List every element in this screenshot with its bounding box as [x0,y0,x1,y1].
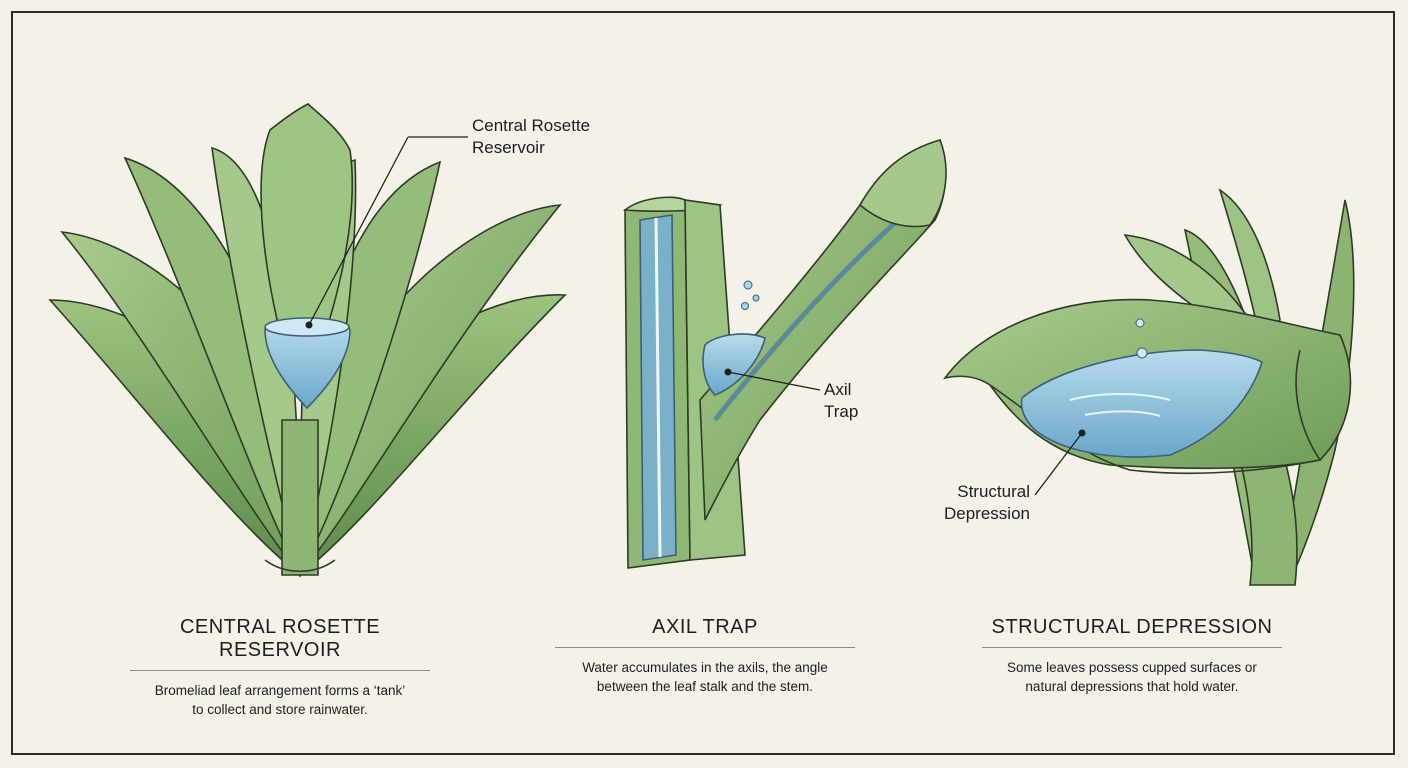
axil-water [702,333,766,396]
page-border [11,11,1395,755]
caption-title: CENTRAL ROSETTE RESERVOIR [130,616,430,671]
rosette-base [281,419,319,576]
axil-leaf-blade [858,139,947,228]
caption-axil-trap: AXIL TRAP Water accumulates in the axils… [555,616,855,696]
callout-structural-depression: Structural Depression [944,482,1030,523]
callout-leader-2 [727,371,821,391]
callout-leader-3 [1034,432,1083,496]
caption-central-rosette: CENTRAL ROSETTE RESERVOIR Bromeliad leaf… [130,616,430,719]
caption-description: Bromeliad leaf arrangement forms a ‘tank… [154,683,406,717]
caption-structural-depression: STRUCTURAL DEPRESSION Some leaves posses… [982,616,1282,696]
depression-back-leaf [1218,188,1281,342]
callout-central-rosette: Central Rosette Reservoir [472,116,591,157]
depression-illustration [943,188,1355,586]
depression-back-leaf [1123,234,1252,331]
callout-axil-trap: Axil Trap [824,380,859,421]
caption-description: Water accumulates in the axils, the angl… [582,660,828,694]
caption-description: Some leaves possess cupped surfaces or n… [1007,660,1257,694]
axil-illustration [622,138,947,569]
caption-title: AXIL TRAP [555,616,855,648]
caption-title: STRUCTURAL DEPRESSION [982,616,1282,648]
callout-leader-1 [308,136,409,326]
